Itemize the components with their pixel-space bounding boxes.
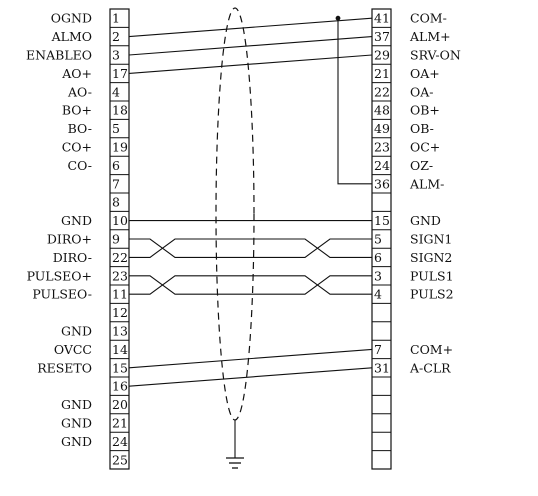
- left-pin-number: 17: [112, 66, 128, 81]
- left-signal-label: CO-: [68, 158, 93, 173]
- straight-wire: [128, 54, 373, 74]
- right-signal-label: OB-: [410, 121, 434, 136]
- right-signal-label: GND: [410, 213, 441, 228]
- right-pin-number: 15: [374, 213, 390, 228]
- left-pin-number: 22: [112, 250, 128, 265]
- straight-wire: [128, 36, 373, 56]
- left-signal-label: GND: [61, 416, 92, 431]
- twisted-pair-wire: [129, 275, 372, 295]
- left-signal-label: BO-: [68, 121, 92, 136]
- right-pin-number: 49: [374, 121, 390, 136]
- left-pin-number: 1: [112, 11, 120, 26]
- right-pin-number: 4: [374, 287, 382, 302]
- right-pin-number: 36: [374, 176, 390, 191]
- right-signal-label: OZ-: [410, 158, 433, 173]
- left-pin-number: 19: [112, 140, 128, 155]
- left-signal-label: OVCC: [54, 342, 92, 357]
- left-signal-label: ENABLEO: [26, 48, 92, 63]
- left-signal-label: PULSEO+: [27, 268, 92, 283]
- left-pin-number: 10: [112, 213, 128, 228]
- twisted-pair-wire: [129, 238, 372, 258]
- right-pin-number: 22: [374, 84, 390, 99]
- right-pin-number: 6: [374, 250, 382, 265]
- left-signal-label: GND: [61, 213, 92, 228]
- left-pin-number: 24: [112, 434, 128, 449]
- right-signal-label: SIGN2: [410, 250, 452, 265]
- left-signal-label: DIRO+: [47, 232, 92, 247]
- left-pin-number: 12: [112, 305, 128, 320]
- left-signal-label: RESETO: [37, 360, 92, 375]
- twisted-pair-wire: [129, 275, 372, 295]
- straight-wire: [128, 367, 373, 387]
- left-signal-label: BO+: [62, 103, 92, 118]
- left-signal-label: AO+: [61, 66, 92, 81]
- left-pin-number: 20: [112, 397, 128, 412]
- cable-shield: [215, 7, 255, 421]
- left-signal-label: AO-: [67, 84, 92, 99]
- right-pin-number: 7: [374, 342, 382, 357]
- left-signal-label: GND: [61, 324, 92, 339]
- right-signal-label: ALM+: [409, 29, 451, 44]
- left-pin-number: 11: [112, 287, 128, 302]
- right-signal-label: SIGN1: [410, 232, 452, 247]
- right-signal-label: A-CLR: [409, 360, 451, 375]
- left-pin-number: 6: [112, 158, 120, 173]
- right-pin-number: 5: [374, 232, 382, 247]
- left-signal-label: GND: [61, 397, 92, 412]
- right-signal-label: COM+: [410, 342, 453, 357]
- left-pin-number: 3: [112, 48, 120, 63]
- right-pin-number: 21: [374, 66, 390, 81]
- left-pin-number: 2: [112, 29, 120, 44]
- left-pin-number: 13: [112, 324, 128, 339]
- right-signal-label: PULS2: [410, 287, 454, 302]
- right-pin-number: 23: [374, 140, 390, 155]
- left-signal-label: DIRO-: [53, 250, 92, 265]
- left-pin-number: 5: [112, 121, 120, 136]
- left-pin-number: 4: [112, 84, 120, 99]
- twisted-pair-wire: [129, 238, 372, 258]
- right-pin-number: 3: [374, 268, 382, 283]
- straight-wire: [128, 348, 373, 369]
- left-pin-number: 23: [112, 268, 128, 283]
- left-signal-label: CO+: [62, 140, 92, 155]
- left-pin-number: 15: [112, 360, 128, 375]
- left-pin-number: 25: [112, 452, 128, 467]
- left-signal-label: ALMO: [51, 29, 92, 44]
- left-pin-number: 18: [112, 103, 128, 118]
- right-signal-label: OA+: [410, 66, 440, 81]
- junction-dot: [335, 15, 341, 21]
- right-pin-number: 31: [374, 360, 390, 375]
- left-pin-number: 21: [112, 416, 128, 431]
- right-pin-number: 37: [374, 29, 390, 44]
- right-signal-label: PULS1: [410, 268, 454, 283]
- right-pin-number: 29: [374, 48, 390, 63]
- left-signal-label: OGND: [51, 11, 92, 26]
- com-bus-wire: [337, 18, 372, 185]
- left-pin-number: 8: [112, 195, 120, 210]
- straight-wire: [128, 17, 373, 38]
- right-signal-label: COM-: [410, 11, 447, 26]
- right-pin-number: 24: [374, 158, 390, 173]
- left-signal-label: GND: [61, 434, 92, 449]
- left-pin-number: 7: [112, 176, 120, 191]
- left-pin-number: 9: [112, 232, 120, 247]
- right-signal-label: SRV-ON: [410, 48, 461, 63]
- right-signal-label: OB+: [410, 103, 440, 118]
- left-signal-label: PULSEO-: [32, 287, 92, 302]
- right-signal-label: ALM-: [409, 176, 444, 191]
- right-pin-number: 48: [374, 103, 390, 118]
- right-signal-label: OC+: [410, 140, 440, 155]
- right-pin-number: 41: [374, 11, 390, 26]
- right-signal-label: OA-: [410, 84, 434, 99]
- left-pin-number: 16: [112, 379, 128, 394]
- left-pin-number: 14: [112, 342, 128, 357]
